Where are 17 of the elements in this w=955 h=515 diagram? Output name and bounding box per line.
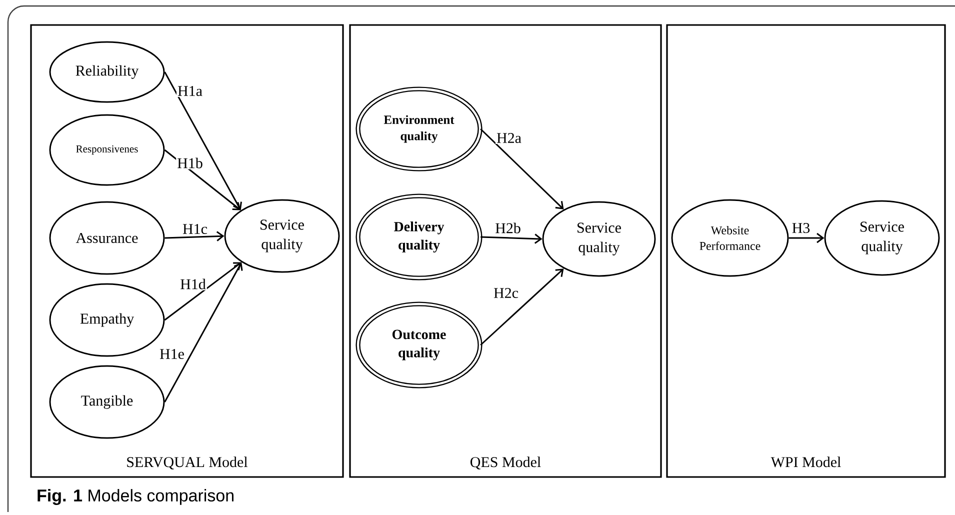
arrow [788,232,824,244]
edge-label: H1b [176,156,204,170]
arrow [164,262,243,402]
edge-label: H1a [176,84,204,98]
arrow [480,268,564,346]
arrow [164,72,242,210]
edge-label: H3 [790,222,812,234]
arrow [164,231,224,242]
arrow [480,128,564,210]
arrow [164,262,242,321]
edge-label: H1d [179,278,207,290]
arrow [480,234,542,244]
edge-label: H2c [492,286,520,300]
edge-label: H1c [182,222,208,236]
edge-label: H2a [496,132,522,144]
edge-label: H2b [494,222,522,234]
caption: Fig. 1 Models comparison [38,489,234,505]
